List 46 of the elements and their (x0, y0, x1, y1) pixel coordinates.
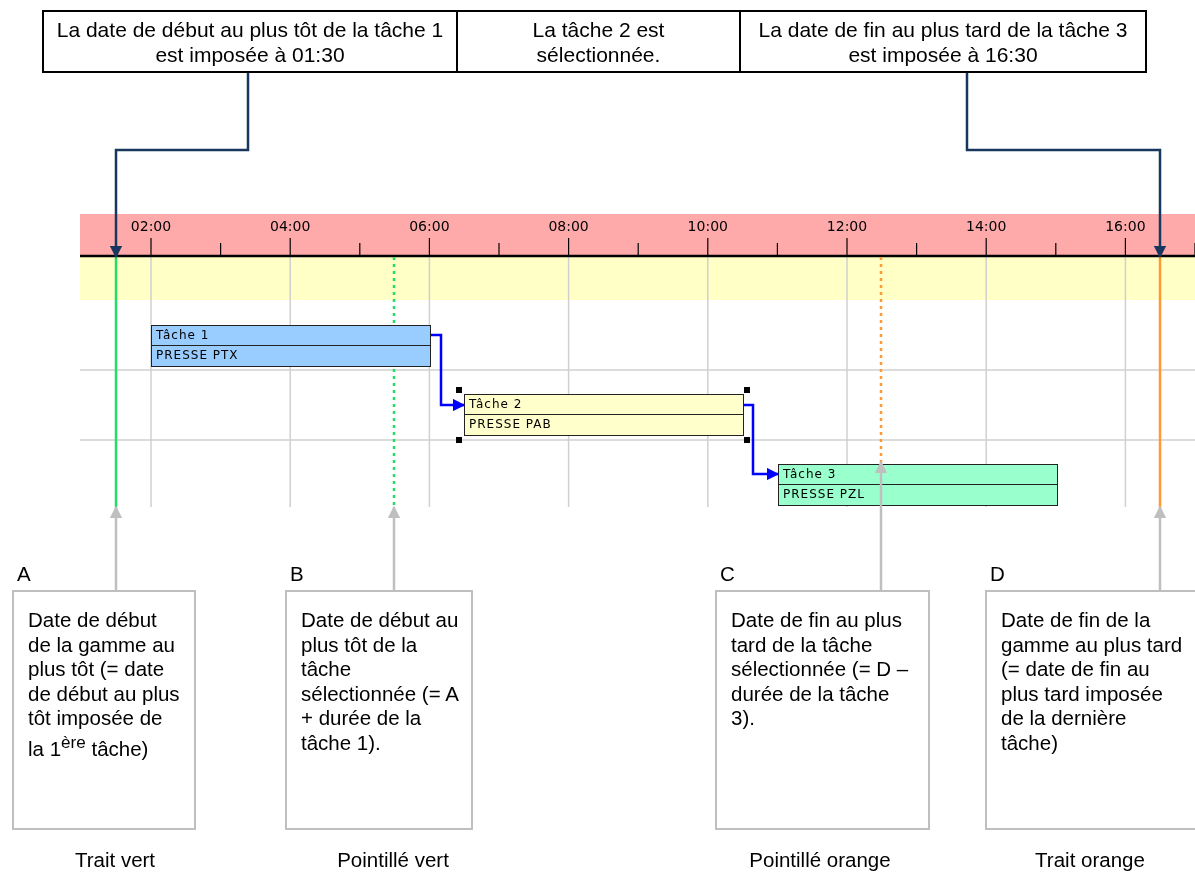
task-bar (151, 325, 431, 367)
tick-label: 12:00 (826, 218, 868, 234)
annotation-text: Date de fin au plus tard de la tâche sélectionnée (= D – durée de la tâche 3). (731, 608, 910, 731)
callout-letter: C (720, 562, 735, 586)
resource-name: PRESSE PAB (465, 414, 743, 433)
tick-label: 06:00 (409, 218, 450, 234)
line-caption: Pointillé vert (337, 848, 449, 872)
annotation-text: Date de début au plus tôt de la tâche sélectionnée (= A + durée de la tâche 1). (301, 608, 460, 755)
leader-arrow (109, 505, 123, 590)
callout-arrow (965, 73, 1167, 259)
callout-text: La date de début au plus tôt de la tâche 1 est imposée à 01:30 (56, 16, 444, 67)
callout-letter: D (990, 562, 1005, 586)
leader-arrow (874, 460, 888, 590)
dependency-arrow (744, 403, 780, 481)
date-line (1158, 257, 1162, 507)
task-name: Tâche 2 (468, 396, 524, 413)
annotation-text: Date de début de la gamme au plus tôt (= date de début au plus tôt imposée de la 1$^{ère}$ tâche) (28, 608, 181, 761)
tick-label: 02:00 (130, 218, 172, 234)
leader-arrow (1153, 505, 1167, 590)
tick-label: 10:00 (687, 218, 728, 234)
task-name: Tâche 3 (782, 466, 838, 483)
callout-box (456, 10, 741, 73)
callout-arrow (109, 73, 250, 259)
dependency-arrow (431, 333, 466, 412)
task-name: Tâche 1 (155, 327, 211, 344)
resource-name: PRESSE PTX (152, 345, 430, 364)
date-line (114, 257, 118, 507)
tick-label: 04:00 (270, 218, 311, 234)
dotted-date-line (879, 257, 883, 462)
line-caption: Trait orange (1035, 848, 1145, 872)
callout-box (739, 10, 1147, 73)
task-bar (464, 394, 744, 436)
tick-label: 08:00 (548, 218, 589, 234)
tick-label: 16:00 (1105, 218, 1146, 234)
line-caption: Trait vert (74, 848, 156, 872)
task-bar (778, 464, 1058, 506)
callout-text: La date de fin au plus tard de la tâche 3 est imposée à 16:30 (757, 16, 1129, 67)
line-caption: Pointillé orange (749, 848, 891, 872)
callout-text: La tâche 2 est sélectionnée. (531, 16, 666, 67)
callout-box (42, 10, 458, 73)
leader-arrow (387, 505, 401, 590)
annotation-text: Date de fin de la gamme au plus tard (= date de fin au plus tard imposée de la dernière tâche) (1001, 608, 1184, 755)
callout-letter: B (290, 562, 304, 586)
tick-label: 14:00 (966, 218, 1007, 234)
callout-letter: A (17, 562, 31, 586)
resource-name: PRESSE PZL (779, 484, 1057, 503)
